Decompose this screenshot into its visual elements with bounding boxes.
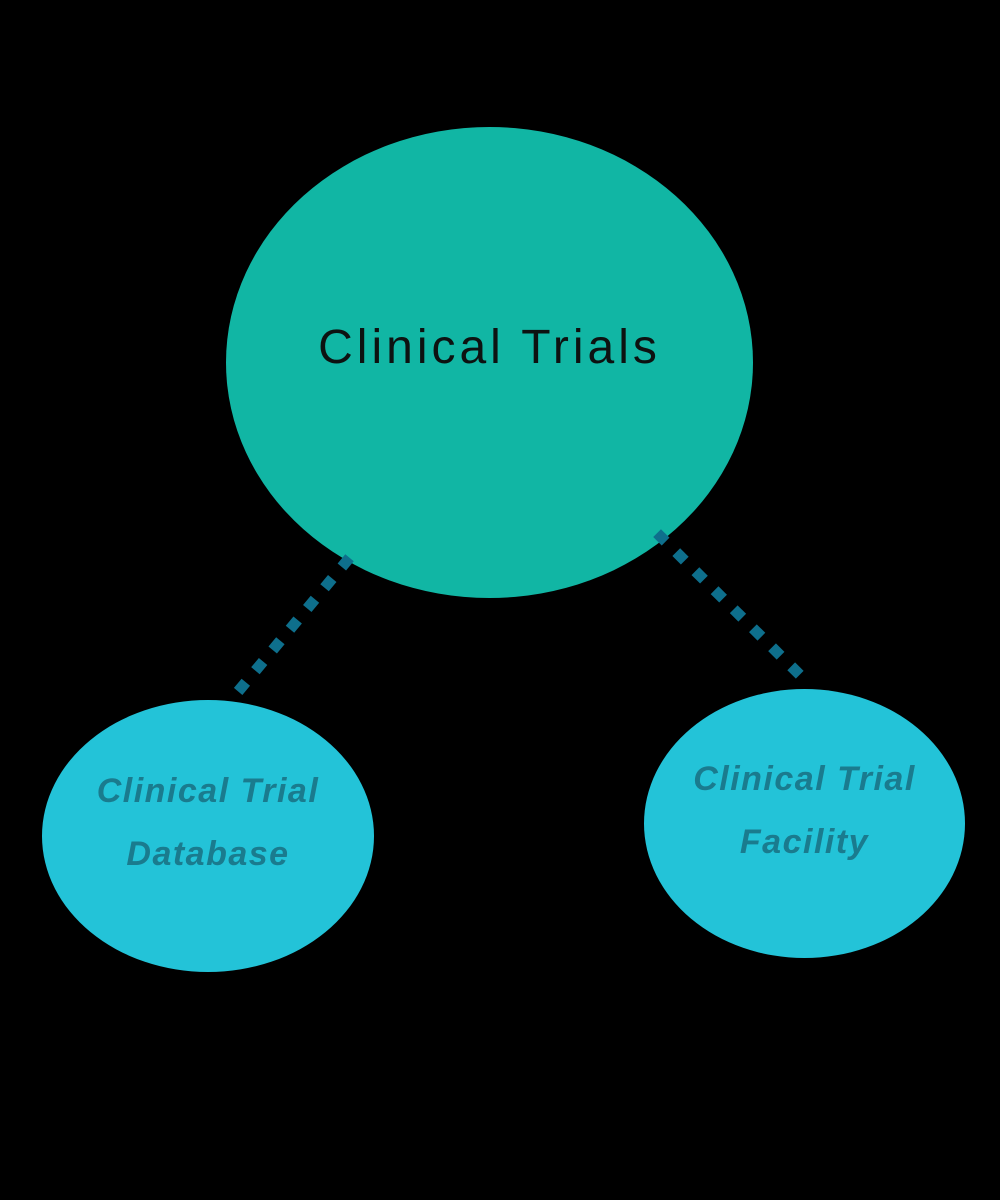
node-clinical-trial-database: Clinical Trial Database [42, 700, 374, 972]
node-clinical-trial-facility-label: Clinical Trial Facility [693, 748, 916, 874]
node-clinical-trial-facility: Clinical Trial Facility [644, 689, 965, 958]
facility-label-line-1: Clinical Trial [693, 759, 916, 798]
connector-root-to-database [228, 554, 354, 702]
node-clinical-trials-label: Clinical Trials [318, 321, 661, 374]
connector-root-to-facility [653, 529, 810, 685]
facility-label-line-2: Facility [739, 822, 870, 861]
database-label-line-1: Clinical Trial [96, 772, 320, 810]
node-clinical-trial-database-label: Clinical Trial Database [97, 760, 320, 886]
node-clinical-trials: Clinical Trials [226, 127, 753, 598]
database-label-line-2: Database [126, 835, 290, 873]
